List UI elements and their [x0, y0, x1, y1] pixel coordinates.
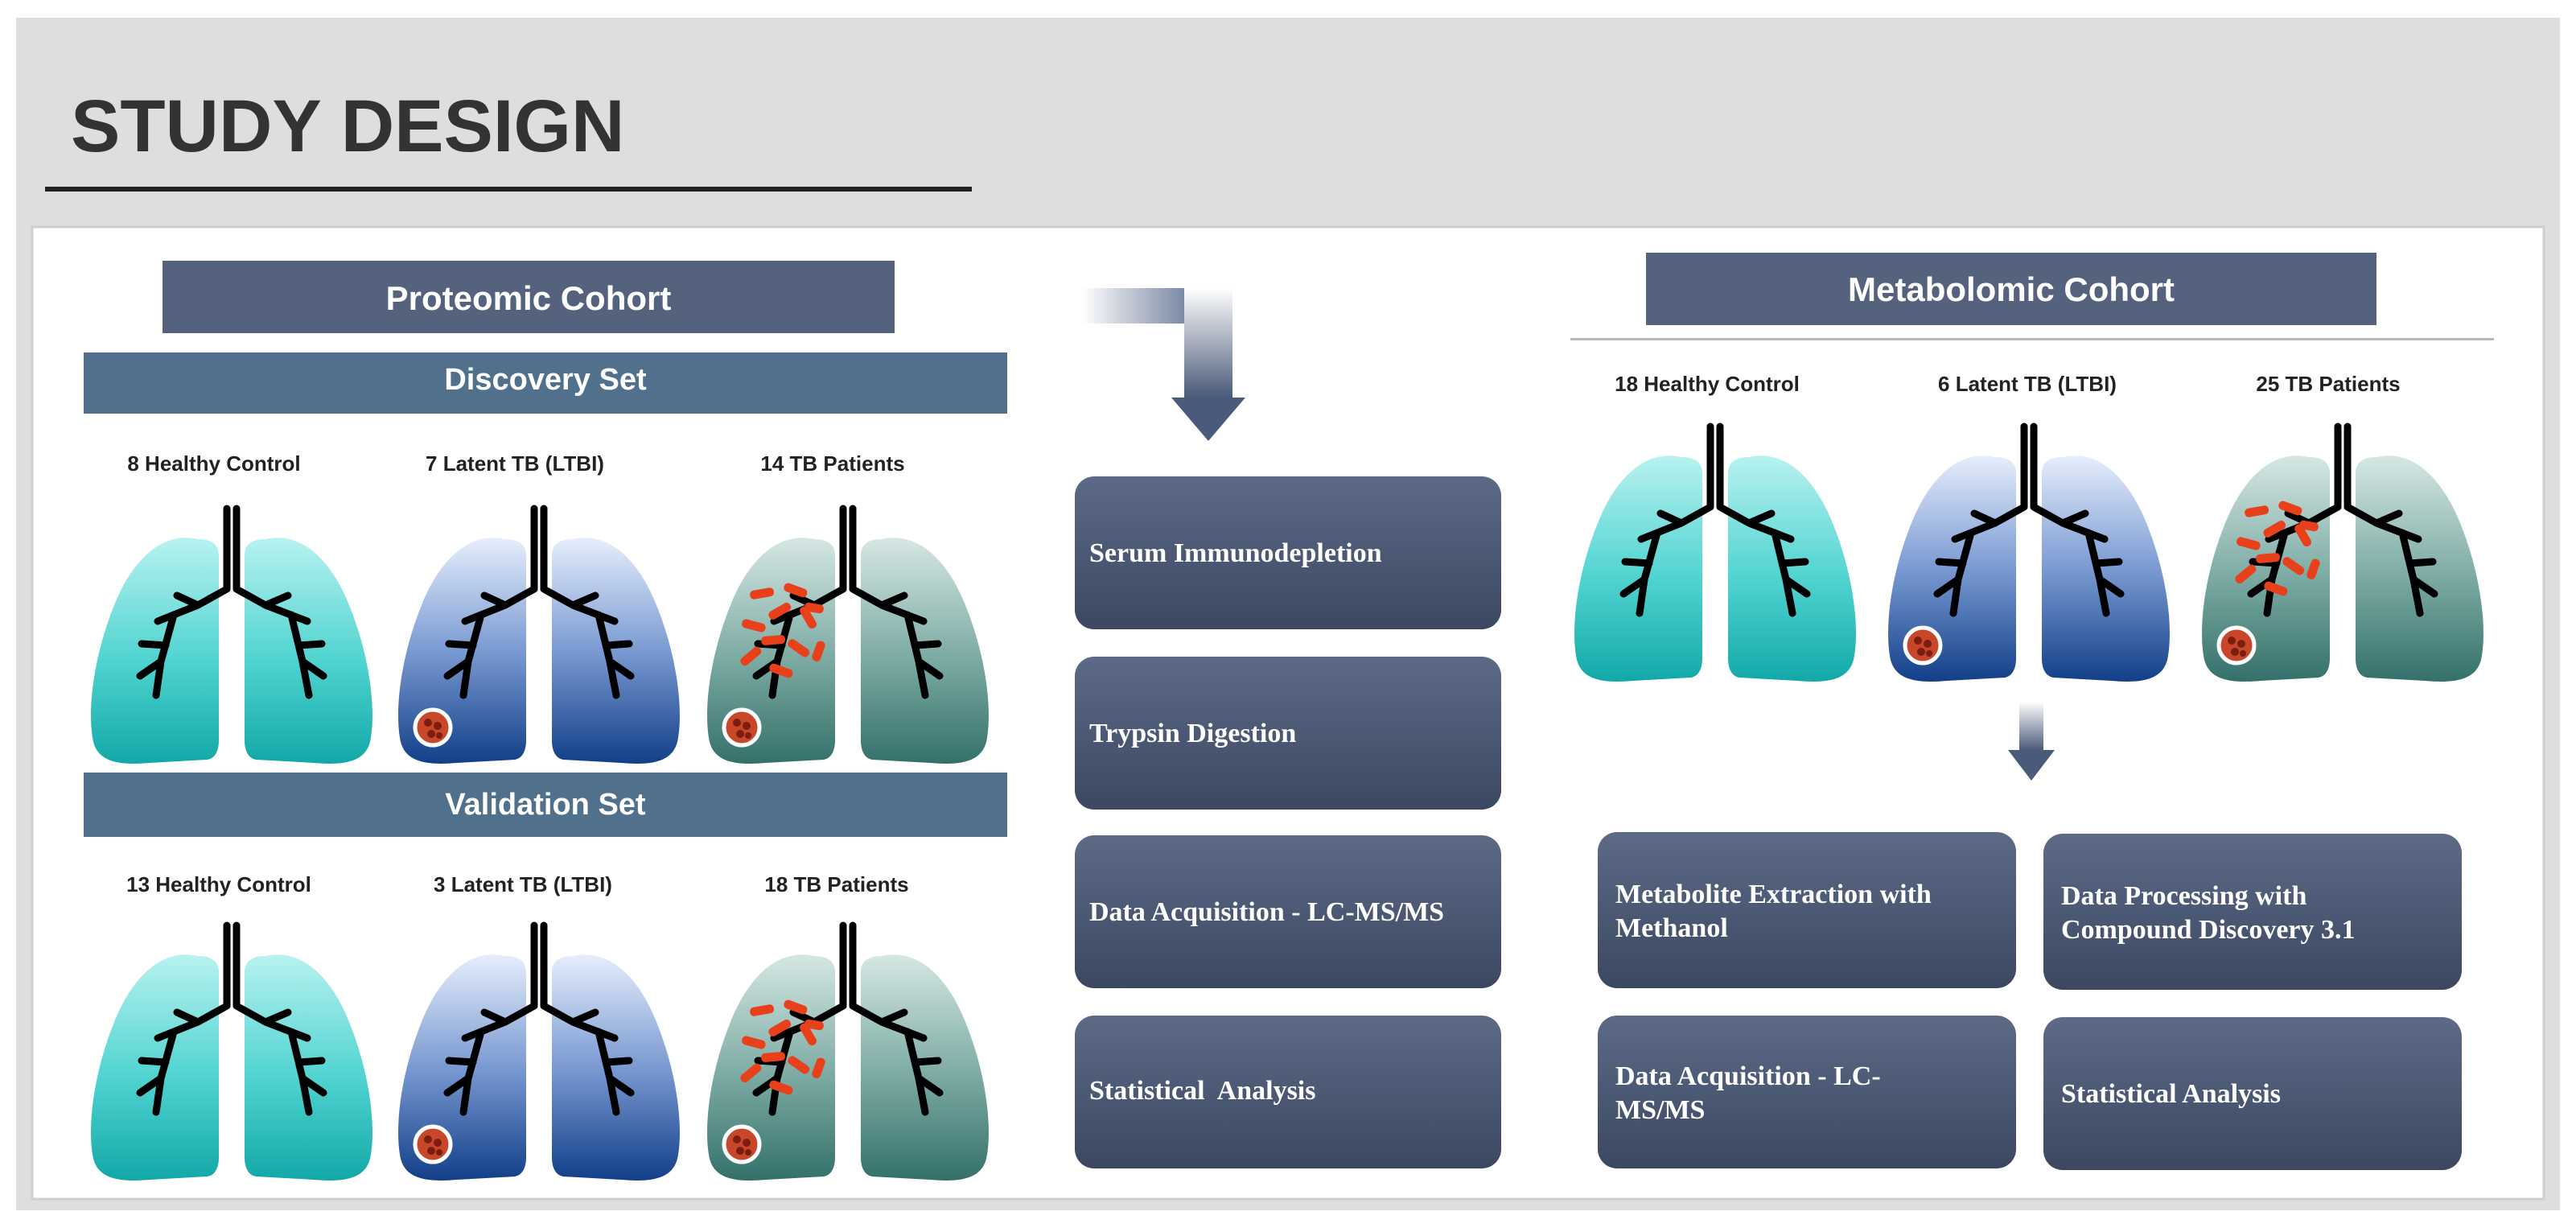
validation-set-label: Validation Set	[445, 788, 646, 822]
workflow-step-label: Data Acquisition - LC-MS/MS	[1089, 897, 1444, 927]
metabolomic-group-label: 6 Latent TB (LTBI)	[1938, 372, 2117, 396]
metabolomic-step-label: Methanol	[1615, 913, 1728, 943]
metabolomic-step-box	[2043, 1017, 2462, 1170]
proteomic-cohort-box	[163, 261, 895, 333]
discovery-group-label: 14 TB Patients	[760, 451, 904, 476]
validation-set-bar	[84, 773, 1007, 837]
metabolomic-group-label: 18 Healthy Control	[1615, 372, 1800, 396]
metabolomic-step-box	[1598, 832, 2016, 988]
discovery-set-bar	[84, 352, 1007, 414]
page-title: STUDY DESIGN	[71, 85, 624, 167]
proteomic-workflow: Serum Immunodepletion Trypsin Digestion …	[1075, 288, 1501, 1168]
workflow-step-label: Statistical Analysis	[1089, 1076, 1315, 1106]
workflow-step-box	[1075, 1016, 1501, 1168]
title-underline	[45, 187, 972, 192]
down-arrow-icon	[2008, 702, 2055, 781]
discovery-set-label: Discovery Set	[444, 363, 647, 397]
metabolomic-cohort-title: Metabolomic Cohort	[1848, 270, 2175, 308]
workflow-step-box	[1075, 476, 1501, 629]
metabolomic-step-label: MS/MS	[1615, 1095, 1705, 1125]
workflow-step-box	[1075, 835, 1501, 988]
workflow-step-box	[1075, 657, 1501, 810]
workflow-step-label: Serum Immunodepletion	[1089, 538, 1382, 568]
elbow-arrow-icon	[1081, 288, 1245, 441]
discovery-group-label: 8 Healthy Control	[127, 451, 300, 476]
metabolomic-step-box	[1598, 1016, 2016, 1168]
metabolomic-step-box	[2043, 834, 2462, 990]
validation-group-label: 3 Latent TB (LTBI)	[434, 872, 612, 896]
metabolomic-divider	[1570, 338, 2494, 340]
metabolomic-step-label: Data Acquisition - LC-	[1615, 1061, 1881, 1091]
validation-group-label: 13 Healthy Control	[126, 872, 311, 896]
metabolomic-step-label: Compound Discovery 3.1	[2061, 915, 2356, 945]
metabolomic-group-label: 25 TB Patients	[2256, 372, 2400, 396]
proteomic-cohort-title: Proteomic Cohort	[386, 279, 672, 317]
discovery-group-label: 7 Latent TB (LTBI)	[426, 451, 604, 476]
metabolomic-step-label: Metabolite Extraction with	[1615, 880, 1932, 909]
metabolomic-step-label: Data Processing with	[2061, 881, 2306, 911]
workflow-step-label: Trypsin Digestion	[1089, 719, 1296, 748]
validation-group-label: 18 TB Patients	[764, 872, 908, 896]
proteomic-cohort: Proteomic Cohort Discovery Set 8 Healthy…	[84, 261, 1007, 1181]
metabolomic-cohort: Metabolomic Cohort 18 Healthy Control 6 …	[1570, 253, 2494, 1170]
metabolomic-step-label: Statistical Analysis	[2061, 1079, 2281, 1109]
metabolomic-cohort-box	[1646, 253, 2376, 325]
